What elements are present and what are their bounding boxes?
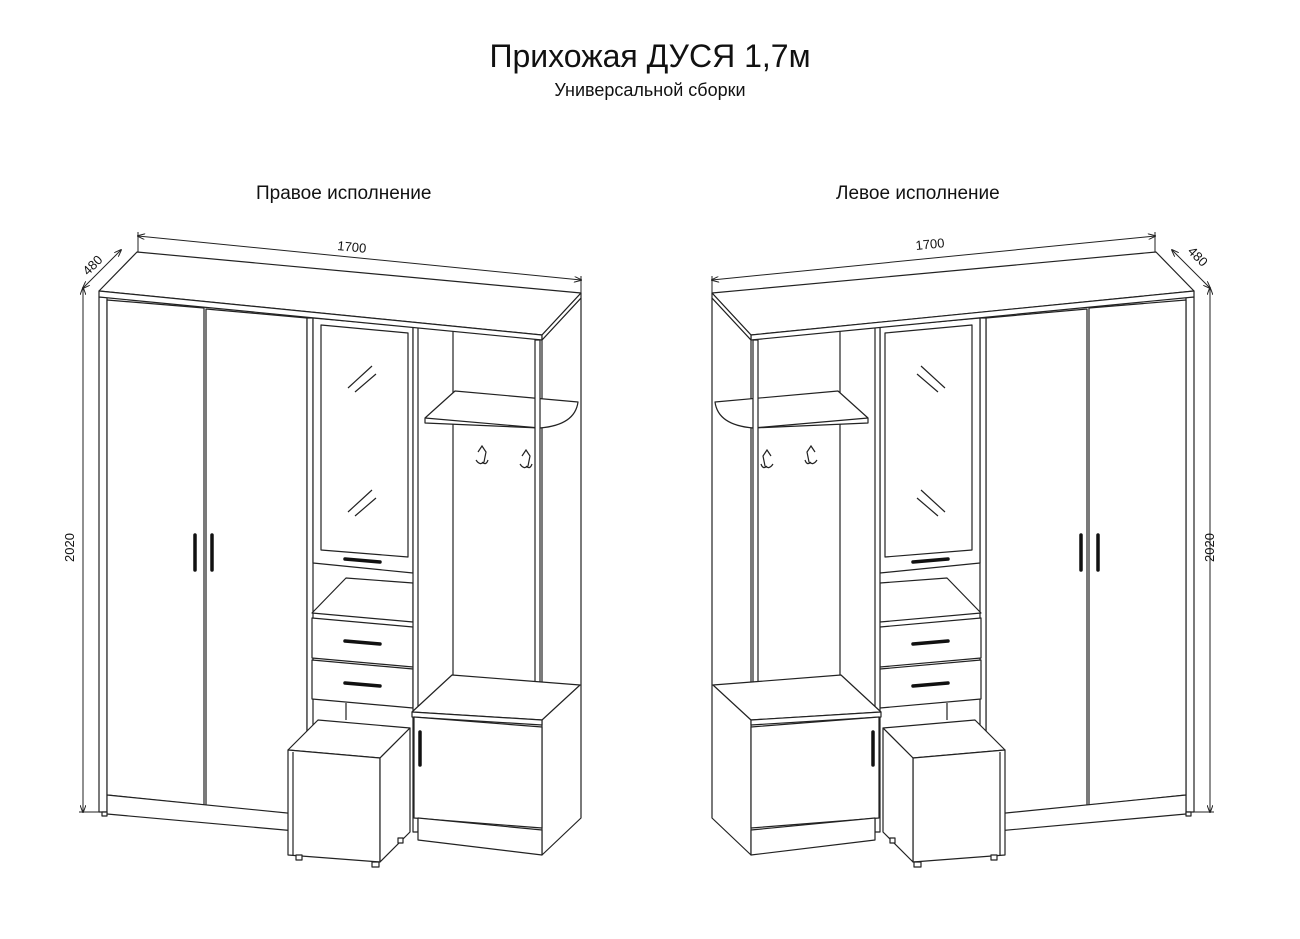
depth-dimension: 480 (1185, 244, 1211, 270)
page-title: Прихожая ДУСЯ 1,7м (489, 38, 811, 74)
variant-label-left: Левое исполнение (836, 183, 1000, 204)
page-subtitle: Универсальной сборки (554, 80, 746, 100)
variant-label-right: Правое исполнение (256, 183, 432, 204)
width-dimension: 1700 (915, 235, 945, 253)
height-dimension: 2020 (62, 533, 77, 562)
hallway-right-version (79, 232, 581, 867)
depth-dimension: 480 (80, 252, 106, 278)
hallway-left-version (712, 232, 1214, 867)
width-dimension: 1700 (337, 238, 367, 256)
height-dimension: 2020 (1202, 533, 1217, 562)
